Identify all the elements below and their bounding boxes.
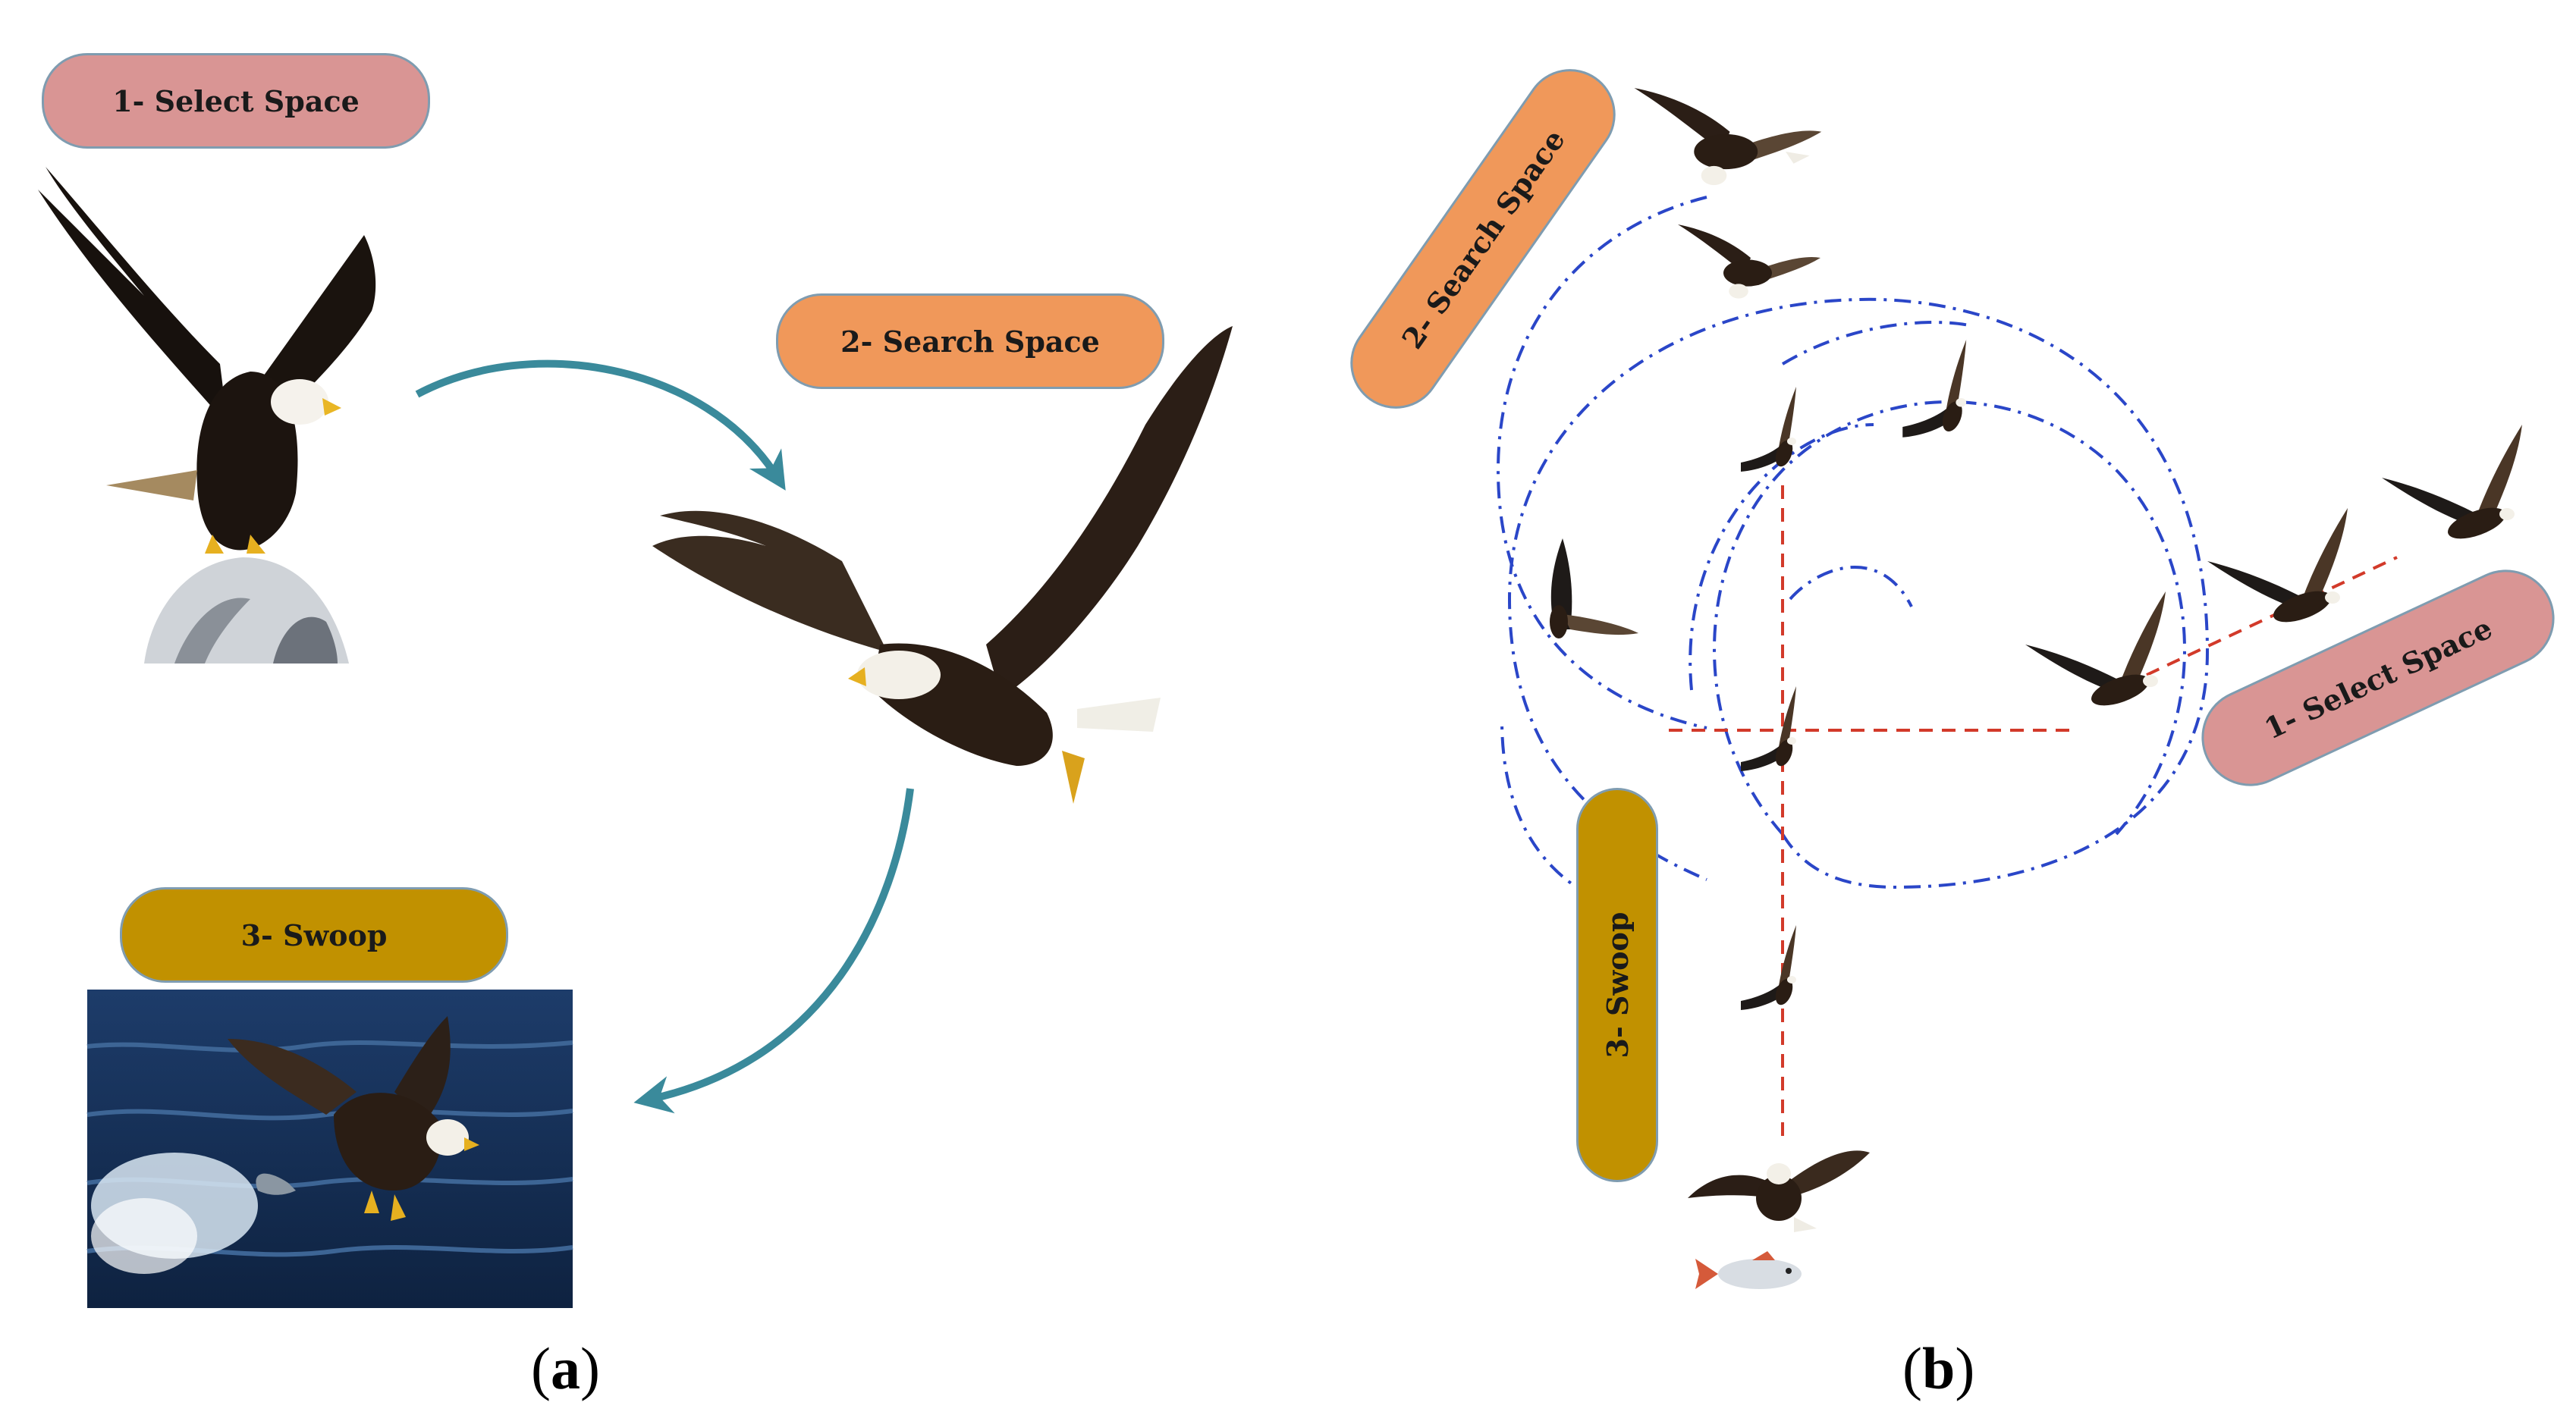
panel-a-caption: (a): [531, 1335, 600, 1401]
eagle-top-1: [1634, 88, 1822, 186]
eagle-spiral-inner: [1741, 387, 1796, 472]
eagle-top-2: [1678, 224, 1820, 299]
panel-a-select-space-label: 1- Select Space: [42, 53, 430, 149]
eagle-spiral-left: [1550, 538, 1638, 638]
panel-b-swoop-label: 3- Swoop: [1576, 788, 1658, 1182]
panel-a-search-space-label: 2- Search Space: [776, 293, 1164, 389]
eagle-flock-2: [2207, 508, 2348, 623]
select-path-line: [2146, 556, 2398, 676]
eagle-swoop-2: [1741, 925, 1796, 1010]
spiral-outer-ring: [1496, 196, 1707, 729]
perched-eagle-image: [38, 167, 376, 664]
flying-eagle-image: [652, 326, 1233, 804]
eagle-flock-3: [2382, 425, 2522, 539]
panel-b-caption: (b): [1902, 1335, 1975, 1401]
fish-icon: [1695, 1251, 1802, 1289]
arrow-select-to-search: [415, 359, 786, 491]
arrow-search-to-swoop: [633, 788, 914, 1114]
eagle-spiral-right: [1902, 340, 1967, 438]
eagle-catch: [1688, 1150, 1870, 1232]
panel-a-swoop-label: 3- Swoop: [120, 887, 508, 983]
swoop-photo: [86, 990, 573, 1308]
eagle-flock-1: [2025, 591, 2166, 706]
